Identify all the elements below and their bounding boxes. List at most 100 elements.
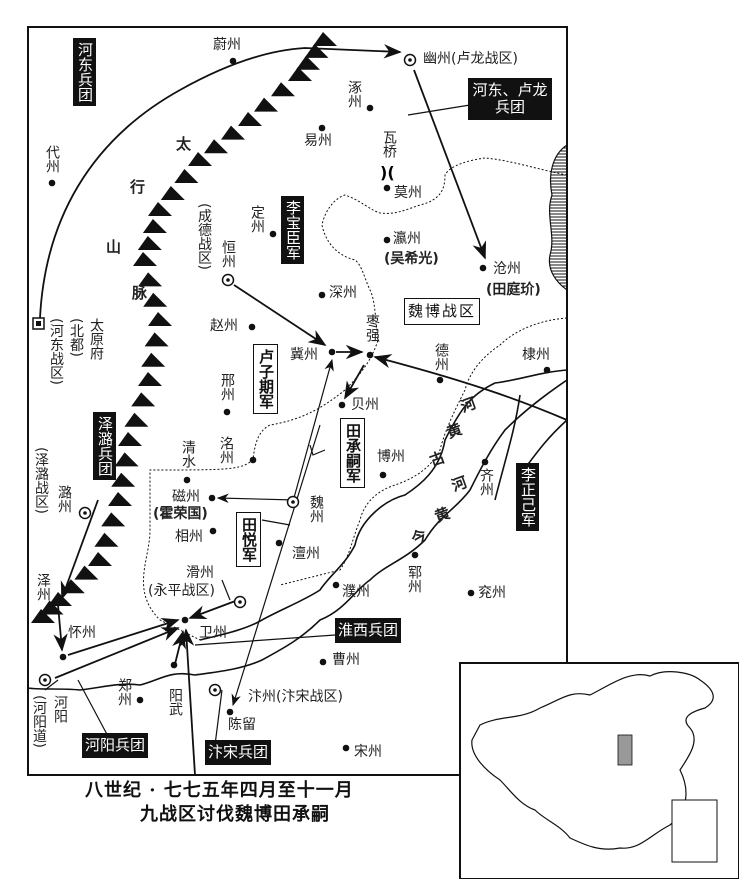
place-qizhou: 齐州 — [478, 468, 494, 496]
mountain-peak-icon — [138, 272, 163, 287]
army-label-hedong-lulong: 河东、卢龙兵团 — [468, 78, 552, 120]
mountain-peak-icon — [124, 412, 149, 427]
place-songzhou: 宋州 — [354, 744, 382, 760]
mountain-peak-icon — [118, 432, 142, 446]
place-markers — [32, 53, 551, 752]
mountain-peak-icon — [114, 452, 139, 467]
district-capital-center-icon — [408, 58, 412, 62]
army-label-hedong: 河东兵团 — [73, 38, 96, 106]
district-capital-center-icon — [43, 678, 47, 682]
route-heyang-weizhou — [54, 627, 180, 679]
route-youzhou-cangzhou — [413, 69, 487, 260]
city-dot-icon — [209, 527, 217, 535]
place-huazhou: 滑州 — [186, 565, 214, 581]
city-dot-icon — [229, 57, 237, 65]
route-weizhou-cizhou — [216, 493, 296, 504]
district-beidu: (北都) — [68, 318, 84, 357]
mountain-peak-icon — [108, 492, 132, 506]
route-hengzhou-jizhou — [233, 284, 327, 346]
place-dingzhou: 定州 — [249, 205, 265, 233]
city-dot-icon — [479, 264, 487, 272]
place-yizhou: 易州 — [304, 133, 332, 149]
place-qingshui: 清水 — [180, 440, 196, 468]
place-huaizhou: 怀州 — [68, 625, 96, 641]
city-dot-icon — [170, 661, 178, 669]
district-capital-center-icon — [213, 688, 217, 692]
district-boundaries — [143, 157, 568, 641]
route-huazhou-weizhou — [188, 599, 239, 620]
city-dot-icon — [318, 124, 326, 132]
route-weizhou-chenliu — [231, 424, 321, 707]
place-yingzhou: 瀛州 — [393, 231, 421, 247]
army-label-biansong: 汴宋兵团 — [205, 740, 272, 765]
mountain-peak-icon — [204, 139, 228, 154]
place-waqiao: 瓦桥 — [381, 130, 397, 158]
city-dot-icon — [332, 581, 340, 589]
capital-square-center-icon — [36, 321, 41, 326]
district-capital-center-icon — [291, 500, 295, 504]
city-dot-icon — [269, 230, 277, 238]
mountain-peak-icon — [133, 252, 157, 266]
place-heyang: 河阳 — [52, 695, 68, 723]
inset-region-highlight — [617, 734, 633, 766]
route-biansong — [179, 628, 196, 776]
city-dot-icon — [338, 401, 346, 409]
mountain-peak-icon — [144, 332, 169, 347]
city-dot-icon — [366, 351, 374, 359]
route-hedong — [39, 44, 402, 319]
army-label-heyang: 河阳兵团 — [82, 733, 149, 758]
place-luzhou: 潞州 — [56, 485, 72, 513]
army-label-tian-yue: 田悦军 — [236, 512, 261, 567]
place-zaoqiang: 枣强 — [364, 314, 380, 342]
map-frame — [27, 26, 568, 776]
place-bozhou: 博州 — [377, 449, 405, 465]
district-yongping: (永平战区) — [148, 583, 215, 599]
route-huaizhou-weizhou — [67, 618, 180, 656]
place-weizhou-wei: 卫州 — [199, 625, 227, 641]
place-puzhou: 濮州 — [342, 584, 370, 600]
city-dot-icon — [383, 236, 391, 244]
city-dot-icon — [328, 348, 336, 356]
rivers — [27, 369, 568, 691]
district-zelu: (泽潞战区) — [33, 447, 49, 514]
mountain-peak-icon — [143, 292, 168, 307]
old-yellow-river — [199, 369, 568, 641]
mountain-peak-icon — [88, 552, 112, 566]
route-yangwu — [172, 630, 187, 669]
place-youzhou: 幽州(卢龙战区) — [423, 51, 518, 67]
mountain-peak-icon — [60, 579, 85, 594]
place-weizhou-north: 蔚州 — [213, 37, 241, 53]
mountain-peak-icon — [313, 32, 337, 46]
mountain-char: 脉 — [132, 284, 148, 302]
mountain-peak-icon — [271, 82, 295, 97]
city-dot-icon — [54, 599, 62, 607]
mountain-peak-icon — [138, 372, 162, 386]
mountain-char: 行 — [130, 178, 146, 196]
city-dot-icon — [183, 476, 191, 484]
city-dot-icon — [342, 744, 350, 752]
mountain-peak-icon — [111, 472, 136, 487]
mountain-peak-icon — [148, 202, 172, 216]
mountain-peak-icon — [31, 609, 55, 623]
army-label-tian-chengsi: 田承嗣军 — [340, 418, 365, 488]
mountain-peak-icon — [254, 97, 278, 112]
army-label-li-zhengji: 李正己军 — [516, 463, 539, 531]
city-dot-icon — [411, 551, 419, 559]
place-zhuozhou: 涿州 — [346, 80, 362, 108]
place-bianzhou: 汴州(汴宋战区) — [248, 689, 343, 705]
route-zaoqiang-beizhou — [344, 364, 365, 400]
place-mingzhou: 洺州 — [218, 436, 234, 464]
place-dezhou: 德州 — [433, 343, 449, 371]
route-zelu — [60, 499, 99, 600]
place-huo-rongguo: (霍荣国) — [153, 506, 208, 522]
army-label-lu-ziqi: 卢子期军 — [253, 344, 278, 414]
china-outline — [471, 671, 714, 850]
place-caozhou: 曹州 — [332, 652, 360, 668]
place-mozhou: 莫州 — [394, 185, 422, 201]
place-yangwu: 阳武 — [167, 688, 183, 716]
mountain-peak-icon — [148, 312, 172, 326]
city-dot-icon — [248, 323, 256, 331]
mountain-peak-icon — [296, 55, 320, 70]
place-yanzhou: 兖州 — [478, 585, 506, 601]
city-dot-icon — [226, 708, 234, 716]
